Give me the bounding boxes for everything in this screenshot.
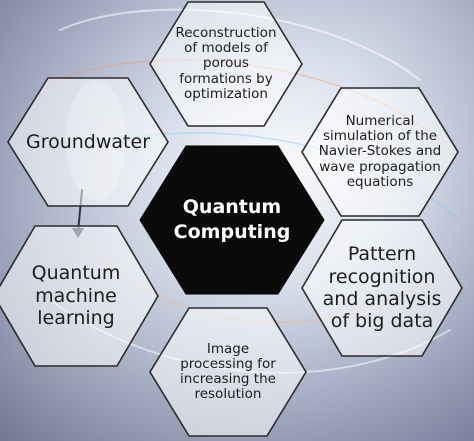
hexagon-label-lower-right: Pattern recognition and analysis of big … — [322, 243, 442, 333]
hexagon-label-upper-left: Groundwater — [25, 130, 151, 153]
hexagon-top — [149, 1, 303, 127]
hexagon-label-bottom: Image processing for increasing the reso… — [180, 340, 276, 403]
hexagon-bottom — [149, 307, 307, 437]
hexagon-upper-left — [7, 77, 169, 207]
hexagon-lower-left — [0, 225, 159, 367]
hexagon-label-lower-left: Quantum machine learning — [31, 262, 121, 330]
hexagon-label-top: Reconstruction of models of porous forma… — [175, 25, 277, 102]
hexagon-lower-right — [301, 219, 463, 357]
center-label: Quantum Computing — [173, 196, 291, 243]
hexagon-upper-right — [301, 87, 459, 217]
hexagon-center — [139, 145, 325, 295]
hexagon-label-upper-right: Numerical simulation of the Navier-Stoke… — [318, 113, 442, 190]
